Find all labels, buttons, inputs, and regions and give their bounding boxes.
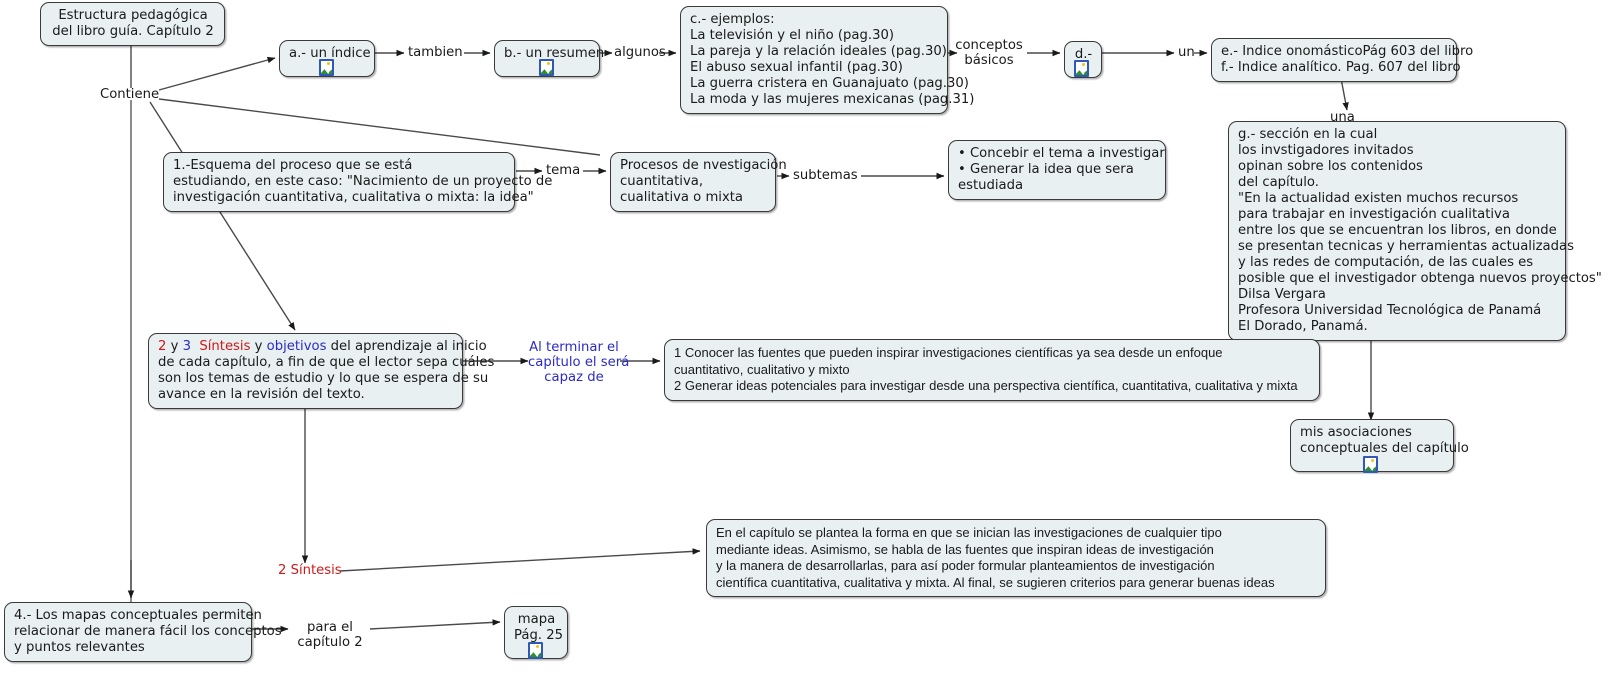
token-tail: del aprendizaje al inicio de cada capítu… [158, 339, 495, 402]
node-procesos[interactable]: Procesos de nvestigación cuantitativa, c… [610, 152, 787, 212]
node-resumen-capitulo[interactable]: En el capítulo se plantea la forma en qu… [706, 519, 1326, 597]
node-objetivos-lista[interactable]: 1 Conocer las fuentes que pueden inspira… [664, 339, 1320, 401]
picture-icon-d[interactable] [1074, 60, 1091, 79]
node-mapa-pag[interactable]: mapa Pág. 25 [504, 606, 568, 659]
link-label-contiene: Contiene [100, 87, 160, 102]
icon-sun [536, 645, 539, 648]
link-label-un: un [1178, 45, 1195, 60]
link-label-tambien: tambien [408, 45, 463, 60]
icon-sun [1371, 459, 1374, 462]
link-label-2-sintesis: 2 Síntesis [278, 563, 342, 578]
link-label-tema: tema [546, 163, 581, 178]
link-label-subtemas: subtemas [793, 168, 858, 183]
node-c-ejemplos[interactable]: c.- ejemplos: La televisión y el niño (p… [680, 6, 974, 114]
link-label-al-terminar: Al terminar el capítulo el será capaz de [528, 340, 630, 385]
icon-sky [1365, 458, 1376, 471]
node-title[interactable]: Estructura pedagógica del libro guía. Ca… [40, 2, 225, 46]
picture-icon [1363, 456, 1378, 473]
picture-icon-resumen[interactable] [539, 59, 556, 78]
picture-icon [1074, 60, 1089, 77]
icon-sky [541, 61, 552, 74]
icon-sky [321, 61, 332, 74]
token-sintesis: Síntesis [199, 339, 251, 354]
node-a-indice[interactable]: a.- un índice [279, 40, 375, 77]
picture-icon-mapa[interactable] [528, 642, 545, 661]
token-y-2: y [250, 339, 267, 354]
picture-icon [539, 59, 554, 76]
token-2: 2 [158, 339, 167, 354]
icon-sun [547, 62, 550, 65]
icon-sky [530, 644, 541, 657]
icon-sun [327, 62, 330, 65]
node-4-mapas[interactable]: 4.- Los mapas conceptuales permiten rela… [4, 602, 282, 662]
node-ef-indices[interactable]: e.- Indice onomásticoPág 603 del libro f… [1211, 38, 1473, 82]
token-3: 3 [182, 339, 191, 354]
link-label-conceptos-basicos: conceptos básicos [955, 38, 1023, 68]
node-concebir-generar[interactable]: • Concebir el tema a investigar • Genera… [948, 140, 1166, 200]
token-objetivos: objetivos [266, 339, 327, 354]
link-label-para-el-capitulo: para el capítulo 2 [297, 620, 363, 650]
picture-icon [319, 59, 334, 76]
node-1-esquema[interactable]: 1.-Esquema del proceso que se está estud… [163, 152, 552, 212]
node-sintesis-objetivos[interactable]: 2 y 3 Síntesis y objetivos del aprendiza… [148, 333, 494, 409]
link-label-algunos: algunos [614, 45, 666, 60]
token-y-1: y [166, 339, 183, 354]
picture-icon [528, 642, 543, 659]
icon-sky [1076, 62, 1087, 75]
picture-icon-indice[interactable] [319, 59, 336, 78]
icon-sun [1082, 63, 1085, 66]
picture-icon-mis-asociaciones[interactable] [1363, 456, 1380, 475]
node-g-seccion[interactable]: g.- sección en la cual los invstigadores… [1228, 121, 1602, 341]
